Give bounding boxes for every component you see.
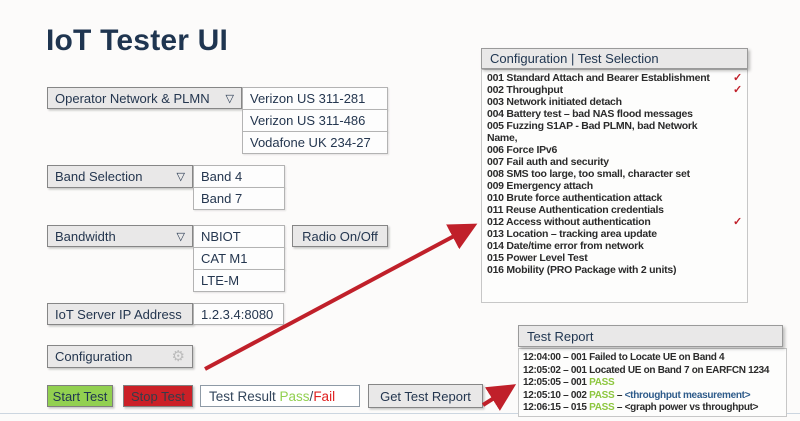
test-selection-item-label: 012 Access without authentication [487, 216, 651, 228]
test-report-panel-header: Test Report [518, 325, 783, 347]
band-option[interactable]: Band 4 [193, 165, 285, 188]
test-result-pass: Pass [279, 388, 310, 404]
report-segment: 12:05:10 – 002 [523, 389, 590, 401]
operator-option[interactable]: Vodafone UK 234-27 [242, 131, 388, 154]
operator-network-label: Operator Network & PLMN [55, 90, 210, 106]
arrow-report-button-to-panel [481, 384, 517, 411]
test-selection-item-label: 011 Reuse Authentication credentials [487, 204, 664, 216]
test-selection-item-label: 001 Standard Attach and Bearer Establish… [487, 72, 710, 84]
check-icon: ✓ [733, 72, 742, 84]
operator-network-dropdown[interactable]: Operator Network & PLMN ▽ [47, 87, 242, 109]
configuration-button[interactable]: Configuration ⚙ [47, 345, 193, 368]
iot-server-ip-label-text: IoT Server IP Address [55, 306, 182, 322]
configuration-label: Configuration [55, 349, 133, 364]
chevron-down-icon: ▽ [176, 230, 185, 243]
check-icon: ✓ [733, 216, 742, 228]
test-report-line: 12:04:00 – 001 Failed to Locate UE on Ba… [523, 352, 782, 365]
test-selection-item[interactable]: 007 Fail auth and security [487, 156, 742, 168]
test-selection-item-label: 013 Location – tracking area update [487, 228, 657, 240]
test-selection-item[interactable]: 013 Location – tracking area update [487, 228, 742, 240]
chevron-down-icon: ▽ [225, 92, 234, 105]
get-test-report-label: Get Test Report [380, 388, 471, 404]
test-selection-panel-header: Configuration | Test Selection [481, 48, 748, 69]
test-selection-item-label: 008 SMS too large, too small, character … [487, 168, 690, 180]
test-report-line: 12:06:15 – 015 PASS – <graph power vs th… [523, 402, 782, 415]
report-segment: PASS [589, 389, 615, 401]
test-selection-item[interactable]: 003 Network initiated detach [487, 96, 742, 108]
report-segment: 12:05:05 – 001 [523, 377, 590, 389]
stop-test-button[interactable]: Stop Test [123, 385, 193, 407]
test-selection-item[interactable]: 011 Reuse Authentication credentials [487, 204, 742, 216]
test-selection-item[interactable]: 009 Emergency attach [487, 180, 742, 192]
bandwidth-label: Bandwidth [55, 228, 116, 244]
test-selection-item[interactable]: 002 Throughput ✓ [487, 84, 742, 96]
test-selection-item[interactable]: 006 Force IPv6 [487, 144, 742, 156]
test-selection-item-label: 002 Throughput [487, 84, 563, 96]
test-selection-item-label: 014 Date/time error from network [487, 240, 644, 252]
test-selection-item[interactable]: 016 Mobility (PRO Package with 2 units) [487, 264, 742, 276]
report-segment: 12:06:15 – 015 [523, 402, 590, 414]
test-selection-item[interactable]: 001 Standard Attach and Bearer Establish… [487, 72, 742, 84]
report-segment: <graph power vs throughput> [624, 402, 759, 414]
start-test-button[interactable]: Start Test [47, 385, 113, 407]
test-selection-item[interactable]: 004 Battery test – bad NAS flood message… [487, 108, 742, 120]
band-selection-label: Band Selection [55, 169, 143, 184]
test-selection-item[interactable]: 010 Brute force authentication attack [487, 192, 742, 204]
bandwidth-option[interactable]: LTE-M [193, 269, 285, 292]
test-report-line: 12:05:10 – 002 PASS – <throughput measur… [523, 390, 782, 403]
bandwidth-option[interactable]: NBIOT [193, 225, 285, 248]
gear-icon: ⚙ [171, 348, 185, 365]
report-segment: PASS [589, 402, 615, 414]
check-icon: ✓ [733, 84, 742, 96]
test-result-separator: / [309, 388, 314, 404]
test-selection-item-label: 003 Network initiated detach [487, 96, 622, 108]
bandwidth-option[interactable]: CAT M1 [193, 247, 285, 270]
test-selection-item-label: 010 Brute force authentication attack [487, 192, 663, 204]
test-selection-item[interactable]: 012 Access without authentication ✓ [487, 216, 742, 228]
report-segment: – [614, 389, 625, 401]
test-selection-item-label: 006 Force IPv6 [487, 144, 558, 156]
test-report-list: 12:04:00 – 001 Failed to Locate UE on Ba… [518, 348, 787, 417]
iot-server-ip-label: IoT Server IP Address [47, 303, 193, 325]
operator-option[interactable]: Verizon US 311-486 [242, 109, 388, 132]
report-segment: <throughput measurement> [624, 389, 751, 401]
page-title: IoT Tester UI [46, 24, 229, 57]
test-selection-item-label: 004 Battery test – bad NAS flood message… [487, 108, 693, 120]
bottom-divider [0, 413, 800, 414]
test-selection-item[interactable]: 014 Date/time error from network [487, 240, 742, 252]
test-result-label: Test Result [209, 388, 280, 404]
test-report-line: 12:05:05 – 001 PASS [523, 377, 782, 390]
band-option[interactable]: Band 7 [193, 187, 285, 210]
radio-on-off-label: Radio On/Off [302, 228, 378, 244]
report-segment: – [614, 402, 625, 414]
test-result-fail: Fail [313, 388, 336, 404]
test-selection-item-label: 005 Fuzzing S1AP - Bad PLMN, bad Network… [487, 120, 698, 144]
report-segment: PASS [589, 377, 615, 389]
bandwidth-dropdown[interactable]: Bandwidth ▽ [47, 225, 193, 247]
get-test-report-button[interactable]: Get Test Report [368, 384, 483, 408]
test-selection-item-label: 007 Fail auth and security [487, 156, 609, 168]
iot-server-ip-field[interactable]: 1.2.3.4:8080 [193, 303, 284, 325]
radio-on-off-button[interactable]: Radio On/Off [292, 225, 388, 247]
test-report-line: 12:05:02 – 001 Located UE on Band 7 on E… [523, 365, 782, 378]
operator-option[interactable]: Verizon US 311-281 [242, 87, 388, 110]
test-selection-item[interactable]: 008 SMS too large, too small, character … [487, 168, 742, 180]
test-selection-list: 001 Standard Attach and Bearer Establish… [481, 69, 748, 303]
test-selection-item-label: 016 Mobility (PRO Package with 2 units) [487, 264, 677, 276]
chevron-down-icon: ▽ [176, 171, 185, 183]
test-result-display: Test Result Pass/Fail [200, 385, 360, 407]
test-selection-item[interactable]: 005 Fuzzing S1AP - Bad PLMN, bad Network… [487, 120, 742, 144]
test-selection-item[interactable]: 015 Power Level Test [487, 252, 742, 264]
band-selection-dropdown[interactable]: Band Selection ▽ [47, 165, 193, 188]
test-selection-item-label: 009 Emergency attach [487, 180, 593, 192]
report-segment: 12:04:00 – 001 Failed to Locate UE on Ba… [523, 352, 725, 363]
report-segment: 12:05:02 – 001 Located UE on Band 7 on E… [523, 364, 770, 376]
test-selection-item-label: 015 Power Level Test [487, 252, 588, 264]
